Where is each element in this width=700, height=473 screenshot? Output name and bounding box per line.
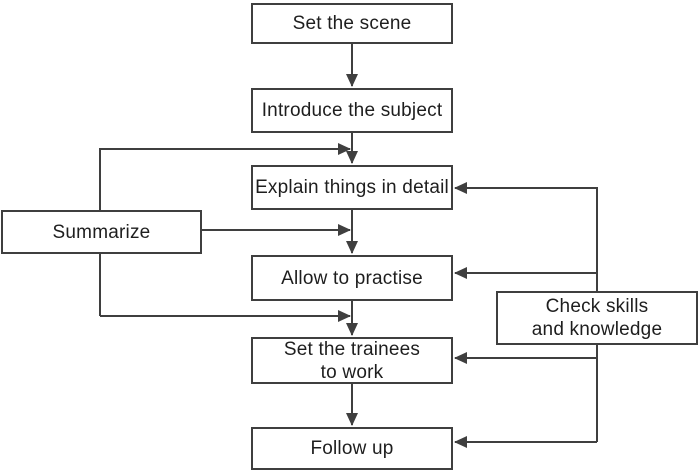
node-label-line2: to work bbox=[320, 361, 384, 383]
node-label-line2: and knowledge bbox=[531, 319, 663, 340]
node-label: Allow to practise bbox=[281, 267, 423, 289]
node-label-line1: Check skills bbox=[545, 296, 649, 317]
node-set-the-scene: Set the scene bbox=[251, 3, 453, 44]
edge-summarize-to-explain bbox=[99, 143, 351, 316]
node-explain-things-in-detail: Explain things in detail bbox=[251, 165, 453, 210]
node-label: Set the scene bbox=[292, 13, 412, 34]
node-label: Explain things in detail bbox=[255, 177, 449, 198]
node-follow-up: Follow up bbox=[251, 427, 453, 470]
node-check-skills-and-knowledge: Check skills and knowledge bbox=[496, 291, 698, 345]
node-summarize: Summarize bbox=[1, 210, 202, 254]
node-label: Follow up bbox=[310, 438, 394, 459]
node-label: Summarize bbox=[52, 221, 151, 243]
node-label: Introduce the subject bbox=[261, 100, 443, 121]
node-allow-to-practise: Allow to practise bbox=[251, 255, 453, 301]
node-set-the-trainees-to-work: Set the trainees to work bbox=[251, 337, 453, 384]
node-introduce-the-subject: Introduce the subject bbox=[251, 88, 453, 133]
node-label-line1: Set the trainees bbox=[283, 338, 421, 360]
